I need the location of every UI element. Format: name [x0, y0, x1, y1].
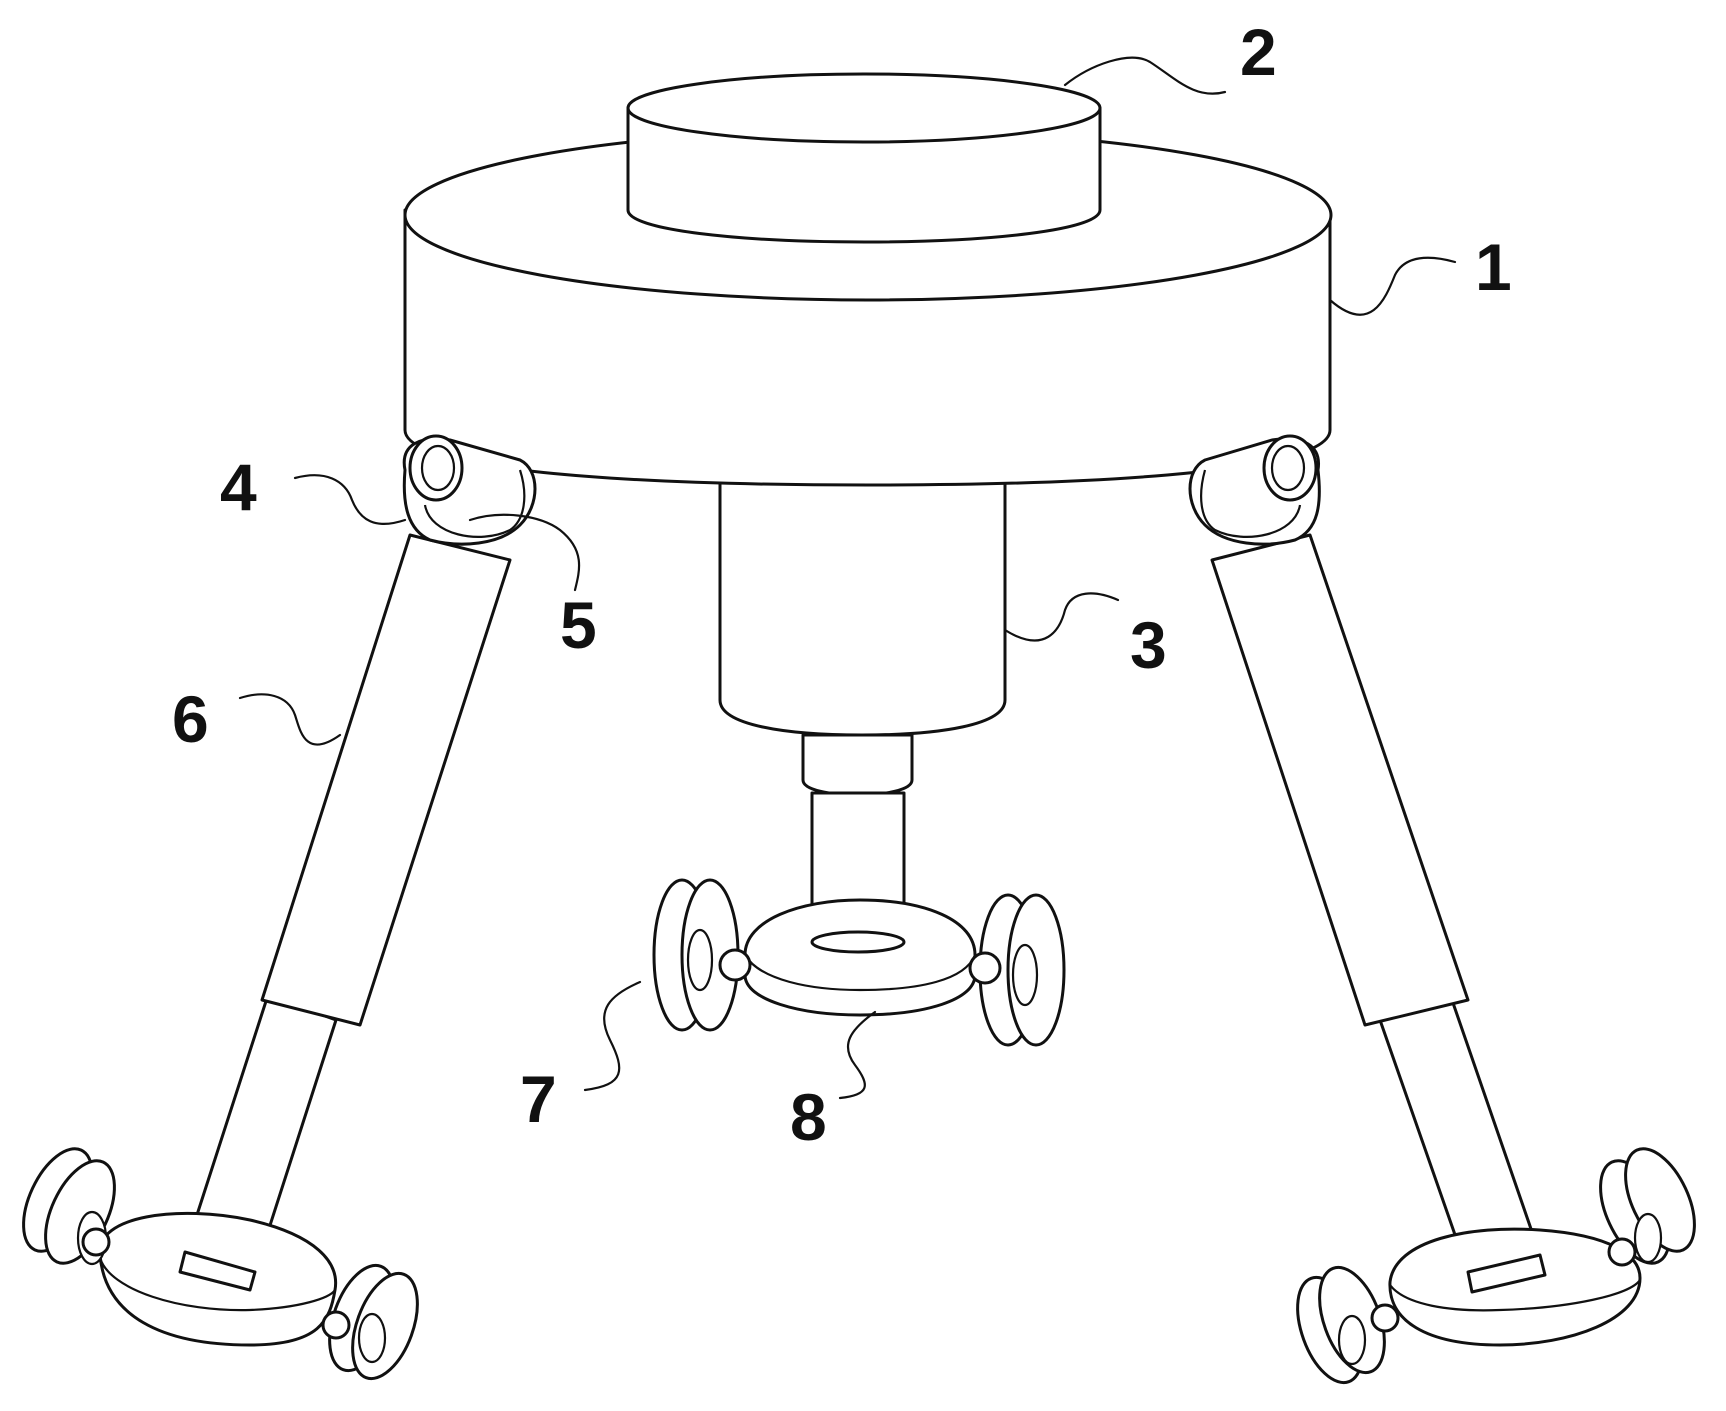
callout-8: 8 [790, 1080, 827, 1154]
leader-5 [468, 513, 581, 592]
center-wheel-left [652, 878, 752, 1032]
leader-3 [1003, 592, 1120, 642]
center-cylinder [718, 468, 1007, 737]
leader-2 [1063, 56, 1227, 95]
callout-7: 7 [520, 1062, 557, 1136]
center-wheel-right [968, 893, 1066, 1047]
leader-lines [238, 56, 1457, 1100]
leader-6 [238, 693, 342, 746]
left-caster-wheel-b [321, 1263, 419, 1381]
callout-5: 5 [560, 588, 597, 662]
center-column [718, 468, 1007, 943]
callout-1: 1 [1475, 230, 1512, 304]
right-caster-wheel-a [1599, 1147, 1696, 1267]
right-caster-base [1388, 1227, 1642, 1347]
callout-3: 3 [1130, 608, 1167, 682]
leader-7 [583, 980, 642, 1092]
leader-4 [293, 474, 407, 525]
left-leg-upper-sleeve [260, 533, 512, 1027]
right-caster-wheel-b [1296, 1265, 1400, 1385]
right-leg-rod-end [1466, 1253, 1547, 1294]
left-caster-base [98, 1211, 338, 1347]
center-caster-base [743, 898, 977, 1017]
center-collar [801, 733, 914, 797]
callout-2: 2 [1240, 15, 1277, 89]
left-caster-wheel-a [22, 1147, 116, 1266]
center-caster [652, 878, 1066, 1047]
callout-labels: 1 2 3 4 5 6 7 8 [172, 15, 1512, 1154]
right-hinge [1188, 434, 1321, 546]
center-rod-foot [810, 930, 906, 954]
leader-1 [1328, 256, 1457, 316]
left-leg [22, 533, 512, 1381]
right-leg [1210, 533, 1696, 1385]
callout-4: 4 [220, 450, 257, 524]
left-leg-rod-end [178, 1250, 257, 1292]
callout-6: 6 [172, 682, 209, 756]
leader-8 [838, 1010, 877, 1100]
top-cap [626, 72, 1102, 244]
left-hinge [402, 434, 537, 546]
right-leg-upper-sleeve [1210, 533, 1470, 1027]
